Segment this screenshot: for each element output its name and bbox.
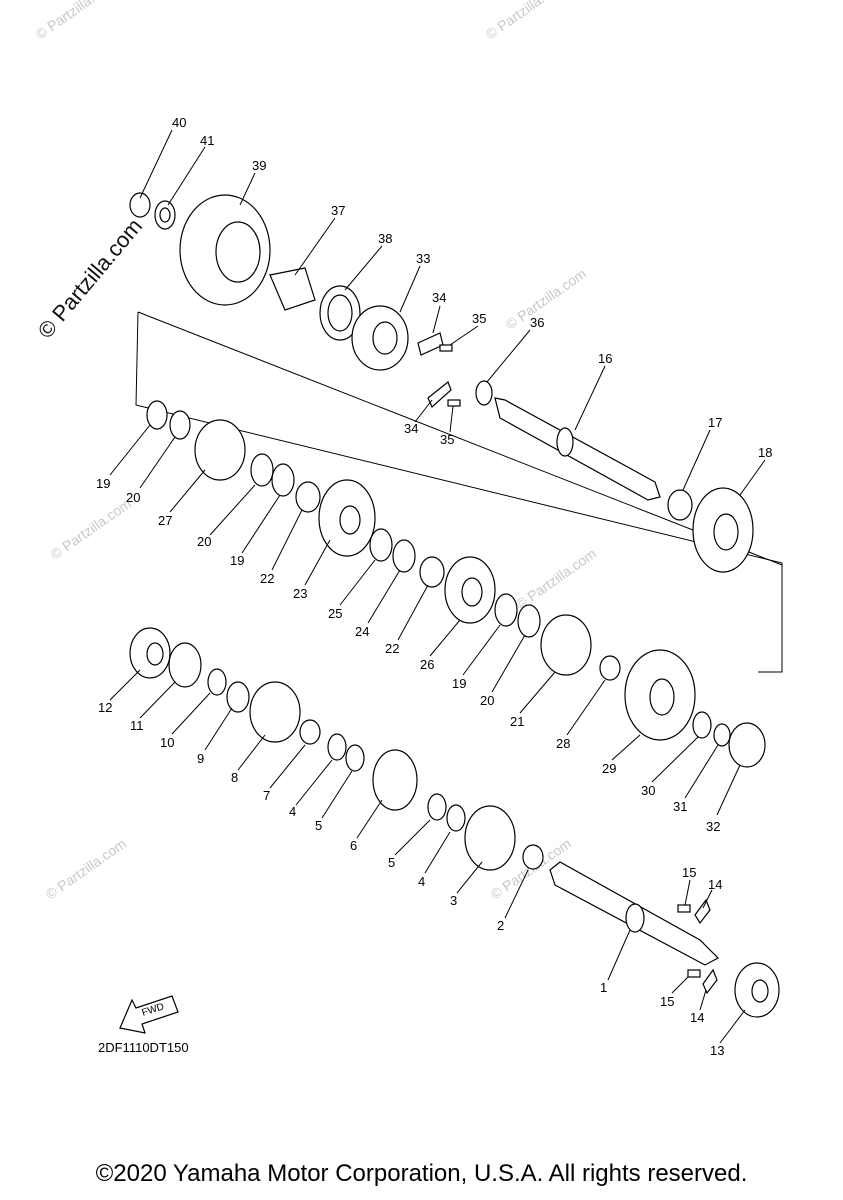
callout-13: 13 — [710, 1043, 724, 1058]
callout-10: 10 — [160, 735, 174, 750]
callout-24: 24 — [355, 624, 369, 639]
gear-6 — [372, 749, 418, 811]
callout-32: 32 — [706, 819, 720, 834]
shaft-16 — [494, 397, 661, 501]
gear-11 — [168, 642, 202, 688]
callout-19c: 19 — [452, 676, 466, 691]
callout-17: 17 — [708, 415, 722, 430]
bolt-15 — [677, 904, 691, 913]
nut-40 — [129, 192, 151, 218]
callout-19b: 19 — [230, 553, 244, 568]
callout-5b: 5 — [388, 855, 395, 870]
callout-1: 1 — [600, 980, 607, 995]
callout-15b: 15 — [660, 994, 674, 1009]
callout-14: 14 — [708, 877, 722, 892]
callout-20c: 20 — [480, 693, 494, 708]
watermark: © Partzilla.com — [33, 0, 119, 42]
callout-30: 30 — [641, 783, 655, 798]
callout-31: 31 — [673, 799, 687, 814]
callout-5: 5 — [315, 818, 322, 833]
watermark: © Partzilla.com — [43, 835, 129, 902]
callout-21: 21 — [510, 714, 524, 729]
watermarks: © Partzilla.com © Partzilla.com © Partzi… — [33, 0, 599, 902]
bolt-35b — [447, 399, 461, 407]
circlip-36 — [475, 380, 493, 406]
gear-3 — [464, 805, 516, 871]
callout-40: 40 — [172, 115, 186, 130]
callout-34b: 34 — [404, 421, 418, 436]
callout-38: 38 — [378, 231, 392, 246]
watermark: © Partzilla.com — [483, 0, 569, 42]
callout-18: 18 — [758, 445, 772, 460]
lower-row — [129, 627, 780, 1018]
plate-34 — [417, 332, 444, 356]
diagram-code: 2DF1110DT150 — [98, 1040, 189, 1055]
callout-23: 23 — [293, 586, 307, 601]
callout-14b: 14 — [690, 1010, 704, 1025]
callout-2: 2 — [497, 918, 504, 933]
middle-row — [146, 400, 592, 676]
bearing-32 — [728, 722, 766, 768]
callout-26: 26 — [420, 657, 434, 672]
watermark: © Partzilla.com — [48, 495, 134, 562]
callout-4: 4 — [289, 804, 296, 819]
callout-22: 22 — [260, 571, 274, 586]
bracket — [135, 311, 783, 673]
callout-39: 39 — [252, 158, 266, 173]
callout-29: 29 — [602, 761, 616, 776]
callout-33: 33 — [416, 251, 430, 266]
callout-20: 20 — [126, 490, 140, 505]
callout-15: 15 — [682, 865, 696, 880]
bolt-15b — [687, 969, 701, 978]
watermark-main: © Partzilla.com — [33, 214, 147, 344]
watermark: © Partzilla.com — [513, 545, 599, 612]
callout-11: 11 — [130, 718, 144, 733]
callout-20b: 20 — [197, 534, 211, 549]
plate-34b — [427, 381, 452, 408]
callout-19: 19 — [96, 476, 110, 491]
callout-28: 28 — [556, 736, 570, 751]
collar-37 — [269, 267, 316, 311]
leader-lines — [109, 129, 766, 1044]
watermark: © Partzilla.com — [503, 265, 589, 332]
callout-6: 6 — [350, 838, 357, 853]
callout-9: 9 — [197, 751, 204, 766]
copyright-notice: ©2020 Yamaha Motor Corporation, U.S.A. A… — [95, 1160, 748, 1187]
bearing-17 — [667, 489, 693, 521]
callout-34: 34 — [432, 290, 446, 305]
bolt-35 — [439, 344, 453, 352]
callout-35: 35 — [472, 311, 486, 326]
gear-8 — [249, 681, 301, 743]
callout-36: 36 — [530, 315, 544, 330]
callout-37: 37 — [331, 203, 345, 218]
callout-3: 3 — [450, 893, 457, 908]
callout-27: 27 — [158, 513, 172, 528]
callout-35b: 35 — [440, 432, 454, 447]
gear-21 — [540, 614, 592, 676]
plate-14 — [694, 898, 711, 925]
callout-16: 16 — [598, 351, 612, 366]
callout-22b: 22 — [385, 641, 399, 656]
callout-7: 7 — [263, 788, 270, 803]
callout-8: 8 — [231, 770, 238, 785]
upper-group — [129, 192, 493, 408]
gear-27 — [194, 419, 246, 481]
plate-14b — [702, 968, 718, 995]
fwd-arrow: FWD — [119, 995, 179, 1034]
callout-25: 25 — [328, 606, 342, 621]
callout-4b: 4 — [418, 874, 425, 889]
callout-41: 41 — [200, 133, 214, 148]
callouts: 40 41 39 37 38 33 34 35 36 16 17 18 34 3… — [96, 115, 772, 1058]
callout-12: 12 — [98, 700, 112, 715]
